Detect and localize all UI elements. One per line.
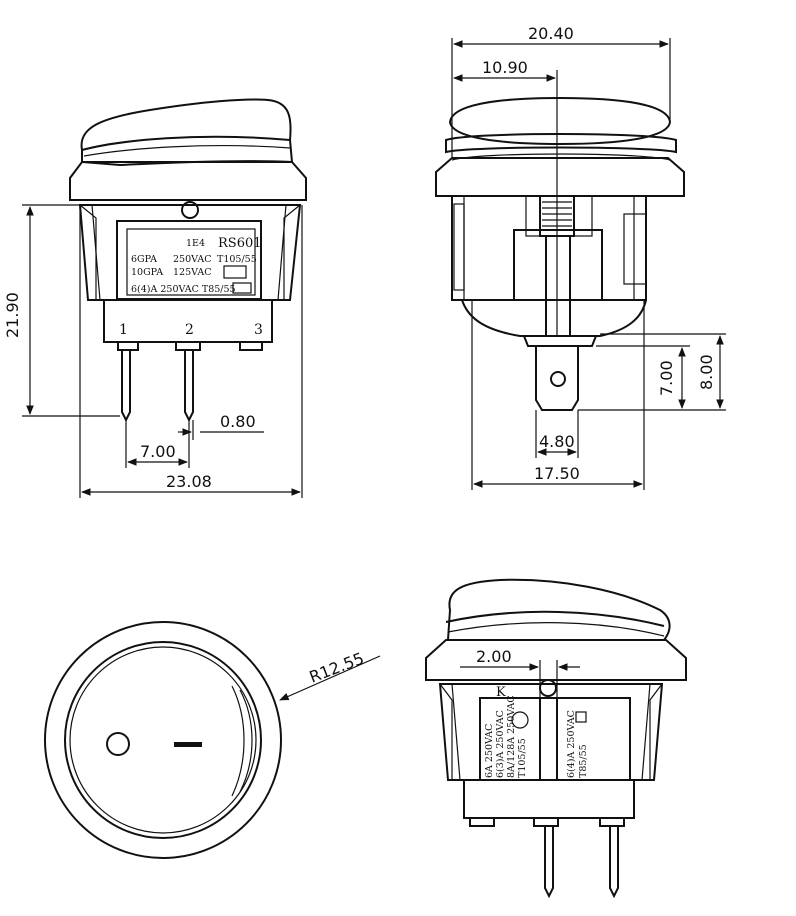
cert-mark-icon <box>223 265 247 279</box>
rear-col4: T105/55 <box>517 738 528 778</box>
dim-front-width: 23.08 <box>166 472 212 491</box>
on-symbol-icon <box>174 742 202 747</box>
pin-number-1: 1 <box>119 322 128 338</box>
dim-terminal-width: 4.80 <box>539 432 575 451</box>
dim-terminal-len-a: 7.00 <box>657 360 676 396</box>
dim-pin-width: 0.80 <box>220 412 256 431</box>
pin-number-3: 3 <box>254 322 263 338</box>
dim-terminal-len-b: 8.00 <box>697 354 716 390</box>
label-model: RS601 <box>218 236 262 251</box>
off-symbol-icon <box>106 732 130 756</box>
label-line1-left: 6GPA <box>131 254 157 265</box>
dim-pin-pitch: 7.00 <box>140 442 176 461</box>
rear-col3: 8A/128A 250VAC <box>506 695 517 778</box>
dim-side-offset: 10.90 <box>482 58 528 77</box>
side-dimensions: 20.40 10.90 4.80 17.50 7.00 8.00 <box>451 24 726 490</box>
top-view: R12.55 <box>44 621 381 859</box>
label-line2-mid: 125VAC <box>173 267 211 278</box>
dim-side-width: 20.40 <box>528 24 574 43</box>
rear-mark: K <box>496 685 506 700</box>
dim-radius: R12.55 <box>307 649 367 687</box>
rear-col6: T85/55 <box>578 744 589 778</box>
rear-col1: 6A 250VAC <box>484 724 495 778</box>
label-code: 1E4 <box>186 238 205 249</box>
label-line1-right: T105/55 <box>217 254 257 265</box>
front-label: 1E4 RS601 6GPA 250VAC T105/55 10GPA 125V… <box>131 236 262 295</box>
cert-ring-icon <box>511 711 529 729</box>
front-dimensions: 21.90 0.80 7.00 23.08 <box>3 204 303 498</box>
label-line3: 6(4)A 250VAC T85/55 <box>131 284 236 295</box>
rear-col2: 6(3)A 250VAC <box>495 710 506 778</box>
rear-label: K 6A 250VAC 6(3)A 250VAC 8A/128A 250VAC … <box>484 685 589 778</box>
front-view <box>69 98 307 423</box>
side-view <box>435 96 685 411</box>
rear-view: 2.00 <box>425 578 687 899</box>
ul-mark-rear-icon <box>575 711 587 723</box>
dim-base-width: 17.50 <box>534 464 580 483</box>
label-line2-left: 10GPA <box>131 267 163 278</box>
ul-mark-icon <box>232 282 252 294</box>
pin-number-2: 2 <box>185 322 194 338</box>
label-line1-mid: 250VAC <box>173 254 211 265</box>
dim-lens-offset: 2.00 <box>476 647 512 666</box>
rear-col5: 6(4)A 250VAC <box>566 710 577 778</box>
dim-front-height: 21.90 <box>3 292 22 338</box>
